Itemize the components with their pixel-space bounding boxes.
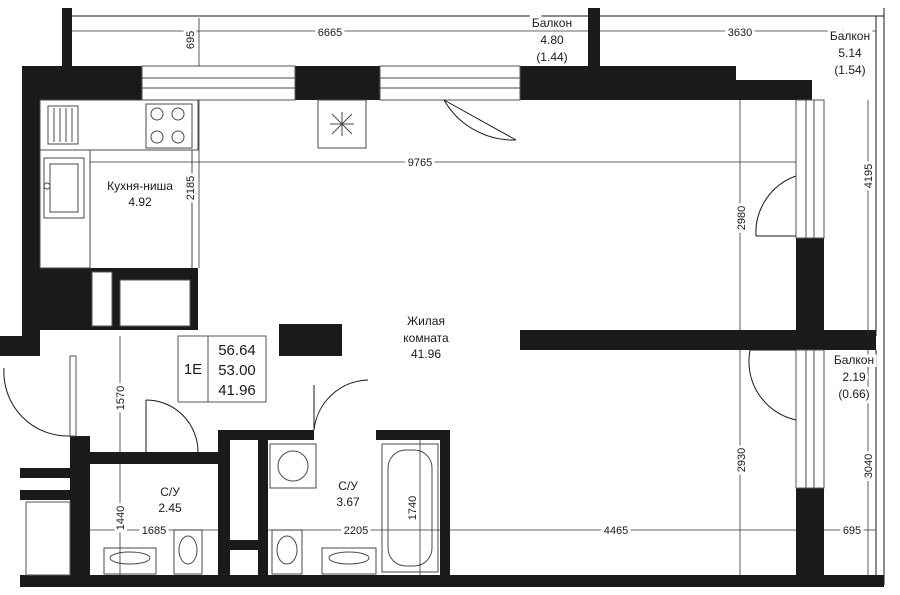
living-area-summary: 41.96 (218, 382, 256, 399)
balcony-right-top-name: Балкон (830, 29, 870, 43)
kitchen-fixtures (39, 99, 367, 327)
dim-right-balcony-lower: 3040 (863, 454, 875, 478)
living-name-line1: Жилая (407, 314, 445, 328)
living-name-line2: комната (403, 331, 449, 345)
dim-right-balcony-upper: 4195 (863, 164, 875, 188)
balcony-top-name: Балкон (532, 16, 572, 30)
kitchen-area: 4.92 (128, 195, 152, 209)
balcony-top-reduced: (1.44) (536, 50, 567, 64)
dimension-labels: 6665 3630 695 9765 2185 2980 4195 1570 2… (112, 24, 878, 540)
dim-interior-width: 9765 (408, 157, 432, 169)
dim-bath2-width: 2205 (344, 525, 368, 537)
dim-kitchen-depth: 2185 (185, 176, 197, 200)
area-without-balconies: 53.00 (218, 362, 256, 379)
bath2-area: 3.67 (336, 495, 360, 509)
balcony-top-area: 4.80 (540, 33, 564, 47)
room-labels: Кухня-ниша 4.92 Жилая комната 41.96 С/У … (107, 13, 877, 515)
windows (69, 65, 825, 489)
balcony-right-bottom-area: 2.19 (842, 370, 866, 384)
dim-bath2-height: 1740 (407, 496, 419, 520)
dim-lower-height: 2930 (736, 448, 748, 472)
walls (0, 8, 884, 587)
dim-top-left-width: 6665 (318, 27, 342, 39)
bath2-name: С/У (338, 479, 358, 493)
dim-balcony-depth-top: 695 (185, 31, 197, 49)
dim-upper-height: 2980 (736, 206, 748, 230)
dim-bath1-height: 1440 (115, 506, 127, 530)
bath1-name: С/У (160, 485, 180, 499)
doors (3, 99, 797, 453)
dim-top-right-width: 3630 (728, 27, 752, 39)
balcony-right-top-area: 5.14 (838, 46, 862, 60)
balcony-right-bottom-name: Балкон (834, 353, 874, 367)
dim-hall-height: 1570 (115, 386, 127, 410)
balcony-outlines (72, 8, 885, 585)
apartment-type: 1Е (184, 361, 202, 378)
living-area: 41.96 (411, 347, 441, 361)
bath1-area: 2.45 (158, 501, 182, 515)
dim-lower-width: 4465 (604, 525, 628, 537)
bathroom-fixtures (25, 443, 439, 576)
dim-bath1-width: 1685 (142, 525, 166, 537)
dim-balcony-depth-right: 695 (843, 525, 861, 537)
balcony-right-top-reduced: (1.54) (834, 63, 865, 77)
total-area: 56.64 (218, 342, 256, 359)
kitchen-name: Кухня-ниша (107, 179, 173, 193)
area-summary-box: 1Е 56.64 53.00 41.96 (177, 335, 267, 403)
balcony-right-bottom-reduced: (0.66) (838, 387, 869, 401)
dimension-lines (72, 18, 876, 575)
